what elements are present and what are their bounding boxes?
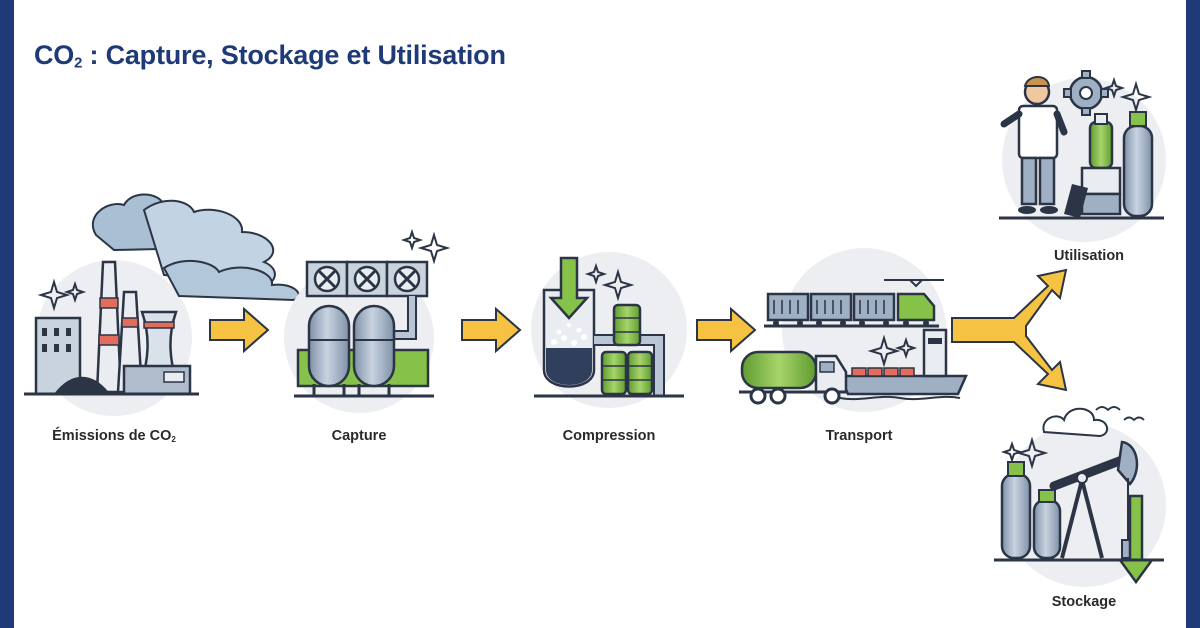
label-transport: Transport [825, 428, 893, 444]
label-compression: Compression [562, 428, 656, 444]
capture-illustration [284, 228, 451, 413]
flow-arrow-3 [696, 306, 757, 354]
utilisation-illustration [999, 70, 1166, 242]
flow-arrow-1 [209, 306, 270, 354]
page-title: CO2 : Capture, Stockage et Utilisation [34, 40, 506, 72]
label-stockage: Stockage [1051, 594, 1117, 610]
flow-arrow-2 [461, 306, 522, 354]
stockage-illustration [994, 406, 1166, 587]
label-utilisation: Utilisation [1053, 248, 1125, 264]
label-capture: Capture [331, 428, 387, 444]
transport-illustration [739, 248, 968, 412]
emissions-illustration [24, 193, 300, 416]
split-arrow [951, 268, 1068, 392]
infographic-frame: CO2 : Capture, Stockage et Utilisation [14, 0, 1186, 628]
process-illustration [24, 70, 1166, 587]
compression-illustration [531, 252, 687, 408]
label-emissions: Émissions de CO2 [52, 428, 176, 444]
